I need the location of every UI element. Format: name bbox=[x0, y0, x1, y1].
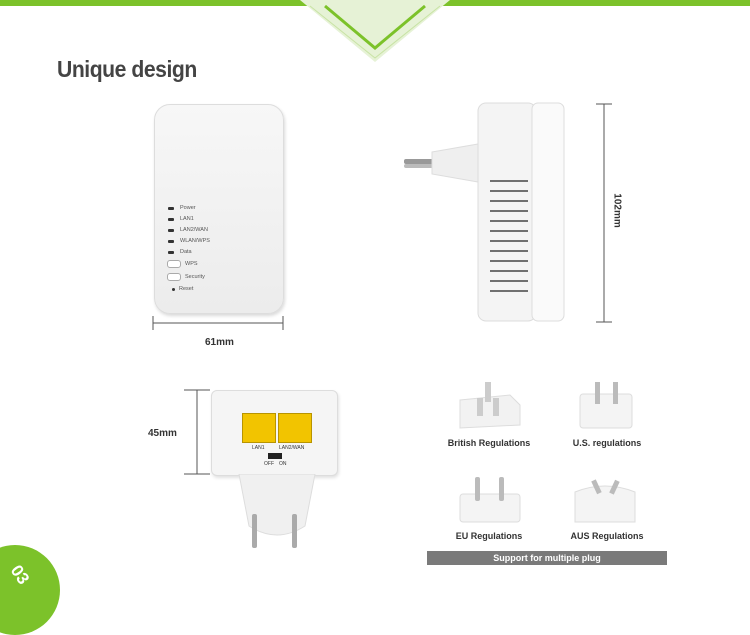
height-dimension-line bbox=[596, 103, 612, 323]
led-lan2: LAN2/WAN bbox=[168, 227, 208, 233]
width-label: 61mm bbox=[205, 337, 234, 348]
led-icon bbox=[168, 228, 174, 232]
lan2-port[interactable] bbox=[278, 413, 312, 443]
support-banner: Support for multiple plug bbox=[427, 551, 667, 565]
width-dimension-line bbox=[152, 316, 284, 330]
depth-dimension-line bbox=[184, 389, 210, 475]
lan1-port-label: LAN1 bbox=[252, 445, 265, 451]
eu-plug-bottom bbox=[238, 474, 316, 548]
led-icon bbox=[168, 250, 174, 254]
page-title: Unique design bbox=[57, 56, 197, 82]
british-plug-label: British Regulations bbox=[447, 438, 531, 448]
wps-button[interactable]: WPS bbox=[167, 260, 198, 268]
lan2-port-label: LAN2/WAN bbox=[279, 445, 305, 451]
aus-plug-label: AUS Regulations bbox=[570, 531, 644, 541]
british-plug-icon bbox=[459, 382, 521, 429]
led-icon bbox=[168, 217, 174, 221]
aus-plug-icon bbox=[574, 479, 636, 523]
page-number-badge bbox=[0, 545, 60, 635]
reset-button[interactable]: Reset bbox=[172, 286, 193, 292]
dot-icon bbox=[172, 287, 175, 291]
chevron-decoration bbox=[300, 0, 450, 62]
eu-plug-icon bbox=[459, 477, 521, 523]
device-side bbox=[404, 102, 565, 322]
pill-icon bbox=[167, 273, 181, 281]
us-plug-icon bbox=[579, 382, 633, 429]
led-data: Data bbox=[168, 249, 192, 255]
led-icon bbox=[168, 206, 174, 210]
switch-off-label: OFF bbox=[264, 461, 274, 467]
led-lan1: LAN1 bbox=[168, 216, 194, 222]
depth-label: 45mm bbox=[148, 428, 177, 439]
height-label: 102mm bbox=[611, 193, 623, 228]
power-switch[interactable] bbox=[268, 453, 282, 459]
led-wlan: WLAN/WPS bbox=[168, 238, 210, 244]
led-power: Power bbox=[168, 205, 196, 211]
led-icon bbox=[168, 239, 174, 243]
eu-plug-label: EU Regulations bbox=[455, 531, 523, 541]
lan1-port[interactable] bbox=[242, 413, 276, 443]
pill-icon bbox=[167, 260, 181, 268]
switch-on-label: ON bbox=[279, 461, 287, 467]
security-button[interactable]: Security bbox=[167, 273, 205, 281]
us-plug-label: U.S. regulations bbox=[572, 438, 642, 448]
